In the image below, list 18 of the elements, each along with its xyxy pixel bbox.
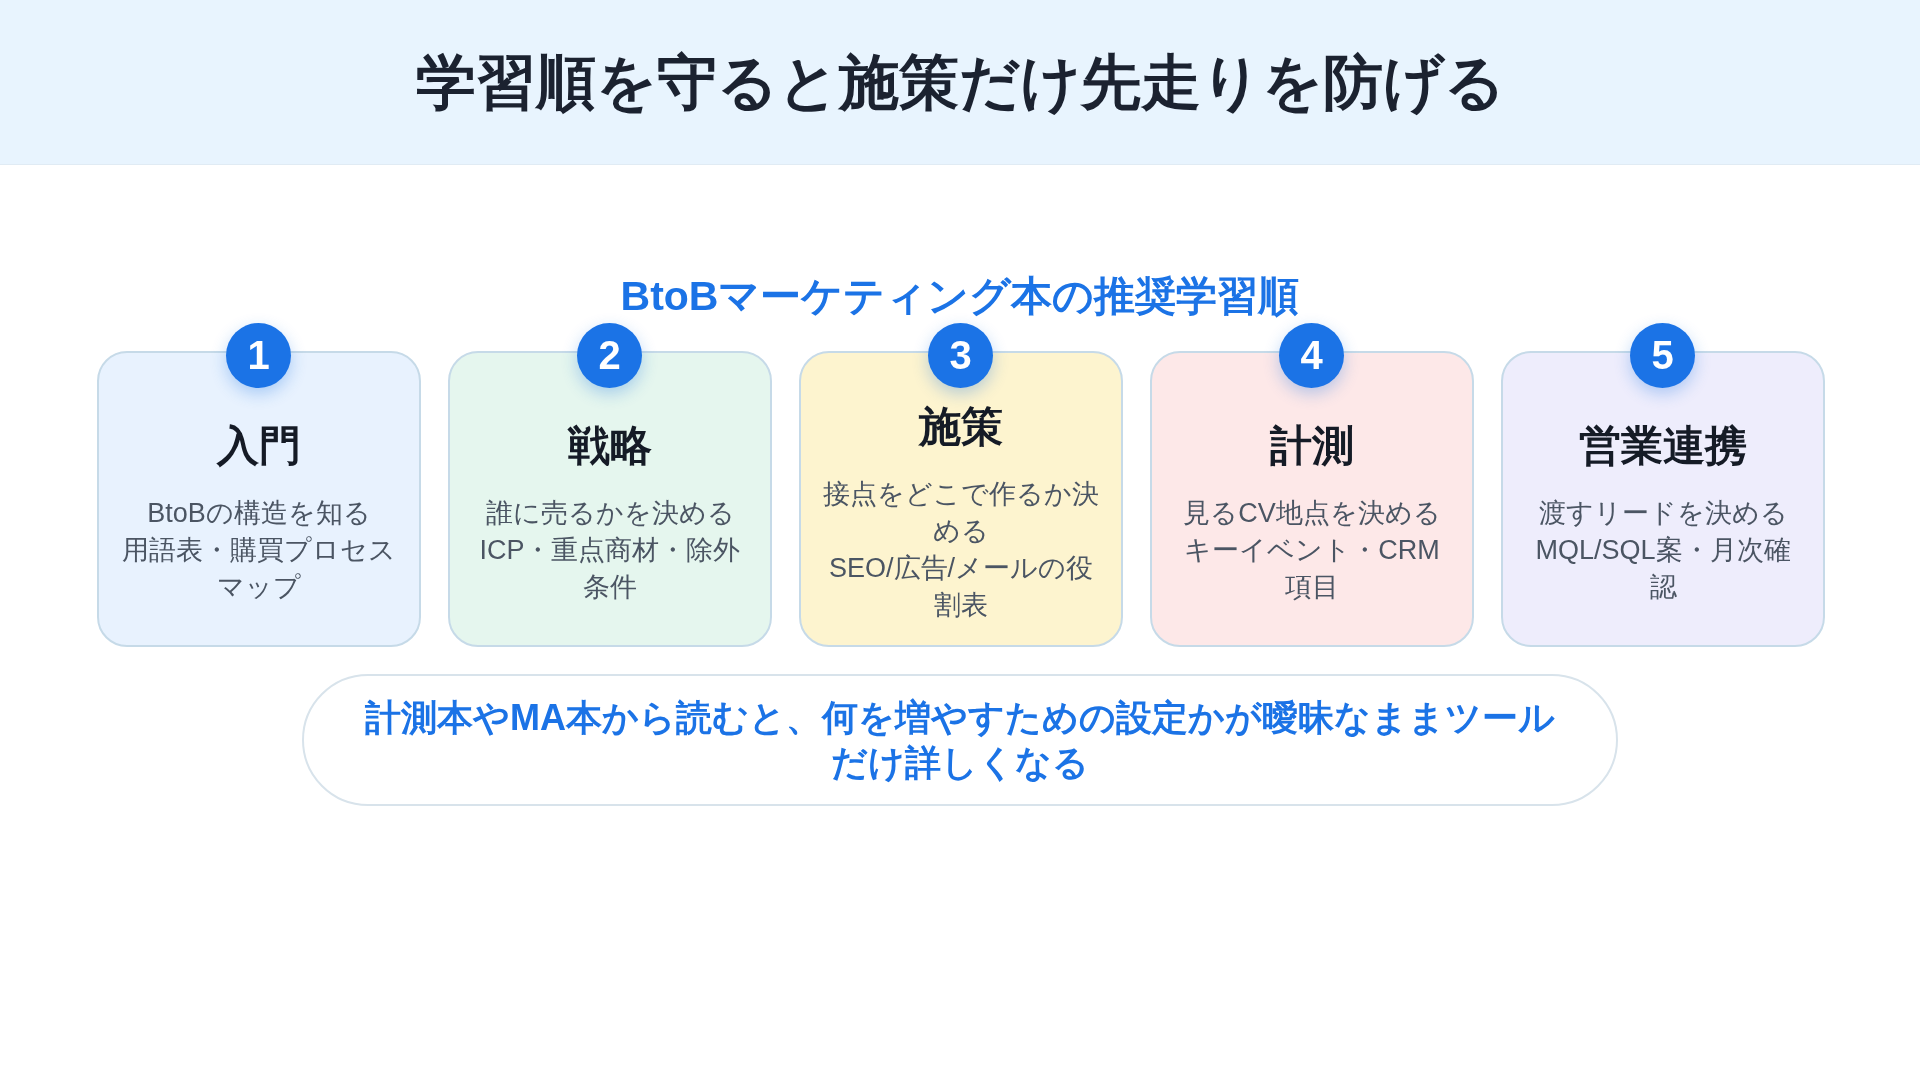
- title: 学習順を守ると施策だけ先走りを防げる: [415, 48, 1505, 118]
- card-text: 渡すリードを決める: [1538, 496, 1788, 530]
- card-text: 接点をどこで作るか決める: [823, 478, 1099, 548]
- card-title: 施策: [919, 402, 1003, 452]
- card-text: 見るCV地点を決める: [1183, 496, 1441, 530]
- card-text: キーイベント・CRM項目: [1183, 533, 1441, 604]
- card-text: 誰に売るかを決める: [485, 496, 735, 530]
- card-text: MQL/SQL案・月次確認: [1534, 533, 1792, 604]
- note-text: 計測本やMA本から読むと、何を増やすための設定かが曖昧なままツールだけ詳しくなる: [365, 696, 1555, 785]
- card-title: 入門: [217, 420, 301, 471]
- card-text: BtoBの構造を知る: [147, 496, 371, 530]
- subtitle: BtoBマーケティング本の推奨学習順: [620, 272, 1300, 321]
- card-title: 営業連携: [1579, 420, 1747, 471]
- card-title: 戦略: [568, 420, 652, 471]
- card-text: ICP・重点商材・除外条件: [478, 533, 742, 604]
- card-title: 計測: [1270, 420, 1354, 471]
- card-text: SEO/広告/メールの役割表: [828, 552, 1094, 622]
- card-text: 用語表・購買プロセスマップ: [121, 533, 397, 604]
